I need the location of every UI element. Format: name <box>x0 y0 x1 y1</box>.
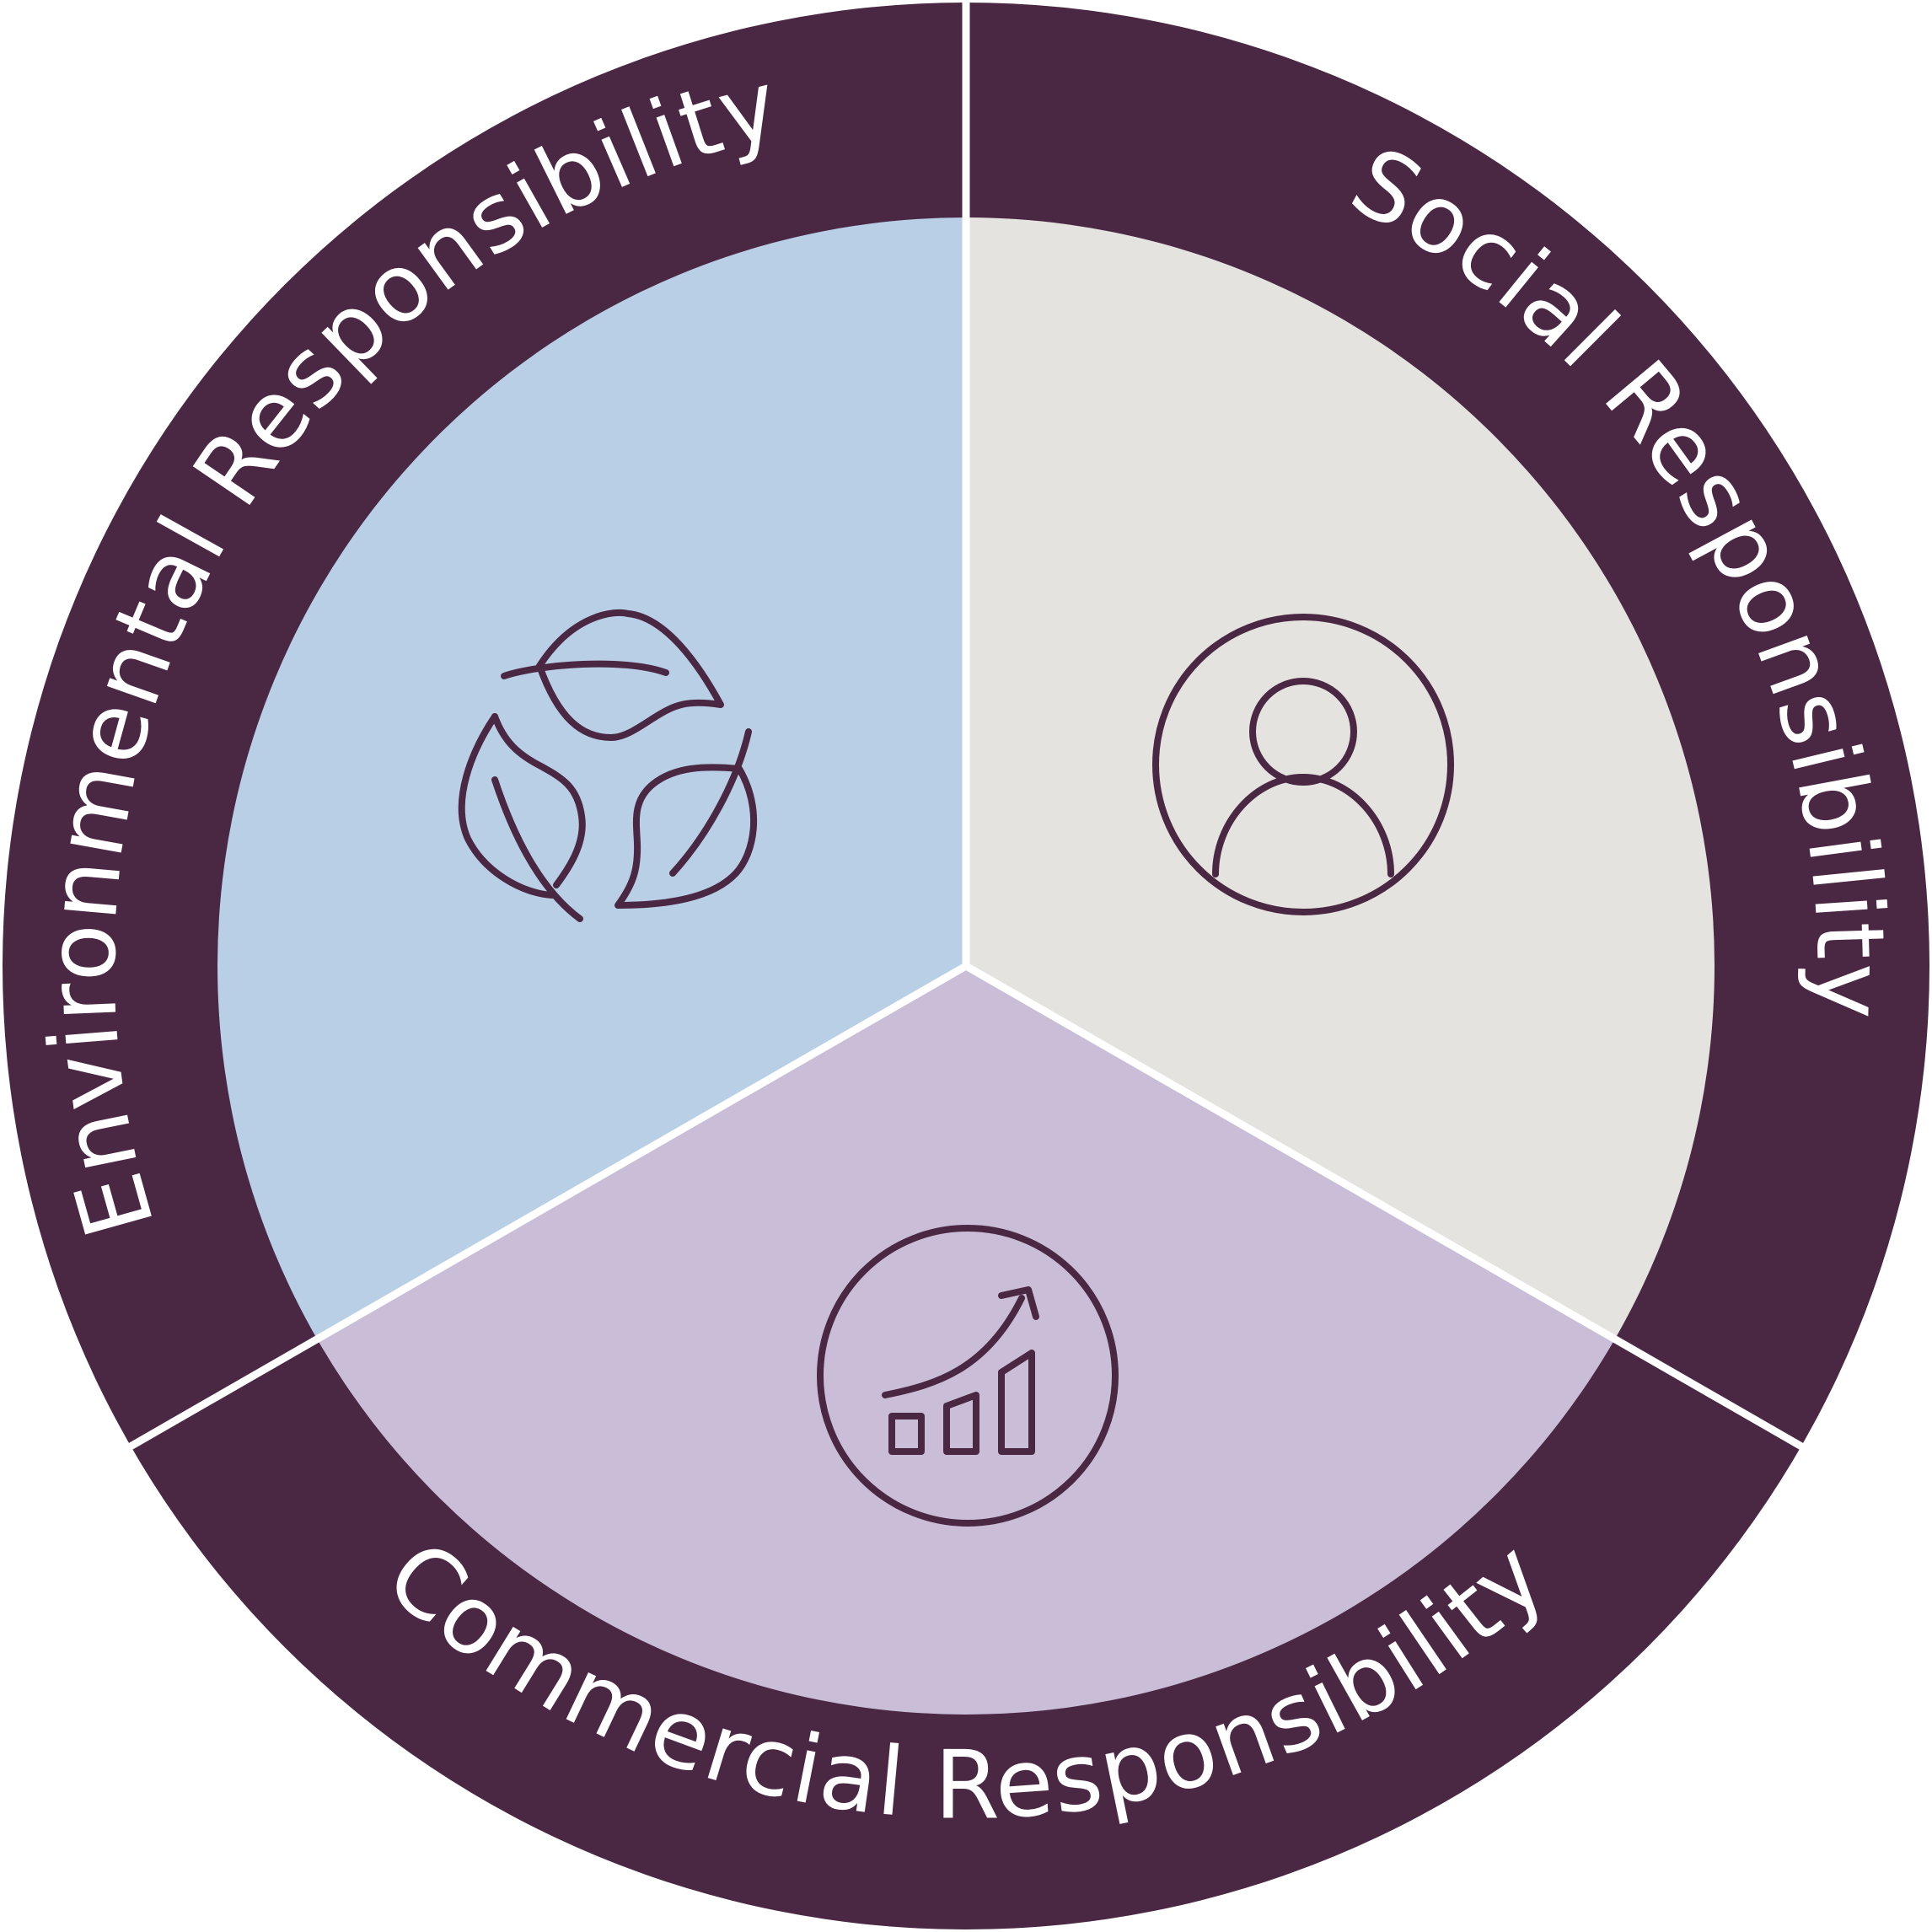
segment-commercial <box>318 966 1614 1715</box>
growth-chart-icon <box>817 1225 1119 1527</box>
divider-right <box>963 963 1806 1451</box>
segment-social <box>966 217 1715 1340</box>
divider-left <box>126 963 969 1451</box>
recycle-leaves-icon <box>458 609 758 922</box>
person-icon <box>1152 614 1454 915</box>
segment-environmental <box>217 217 966 1340</box>
segment-dividers <box>126 0 1806 1451</box>
